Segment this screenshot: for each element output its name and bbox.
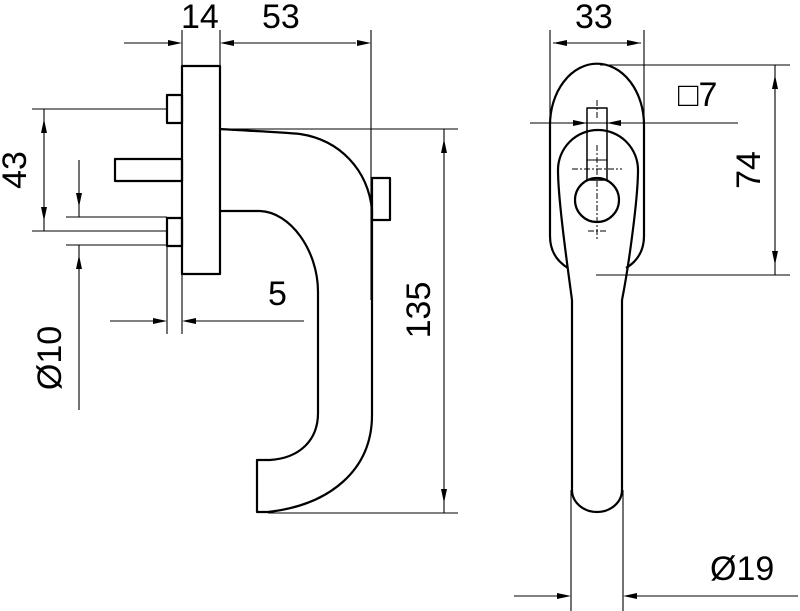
side-view: 14 53 43 Ø10 5 135 [0, 0, 458, 514]
handle-neck [556, 128, 640, 301]
front-view: 33 □7 74 Ø19 [514, 0, 798, 611]
dim-height: 135 [400, 282, 438, 339]
dim-rosette-height: 74 [730, 151, 768, 189]
front-rosette [548, 62, 646, 269]
dim-rosette-thickness: 14 [181, 0, 219, 36]
dim-gap: 5 [268, 275, 287, 313]
upper-pin [165, 93, 184, 125]
dim-pin-spacing: 43 [0, 151, 34, 189]
rosette-plate [180, 64, 222, 276]
lock-button [370, 176, 392, 222]
handle-body [219, 127, 374, 514]
dim-projection: 53 [262, 0, 300, 36]
dim-square-spindle: □7 [678, 76, 717, 114]
spindle [113, 157, 184, 183]
dim-rosette-width: 33 [575, 0, 613, 36]
dim-grip-diameter: Ø19 [710, 550, 774, 588]
lower-pin [165, 216, 184, 248]
dim-pin-diameter: Ø10 [31, 326, 69, 390]
grip-shaft [570, 300, 624, 514]
